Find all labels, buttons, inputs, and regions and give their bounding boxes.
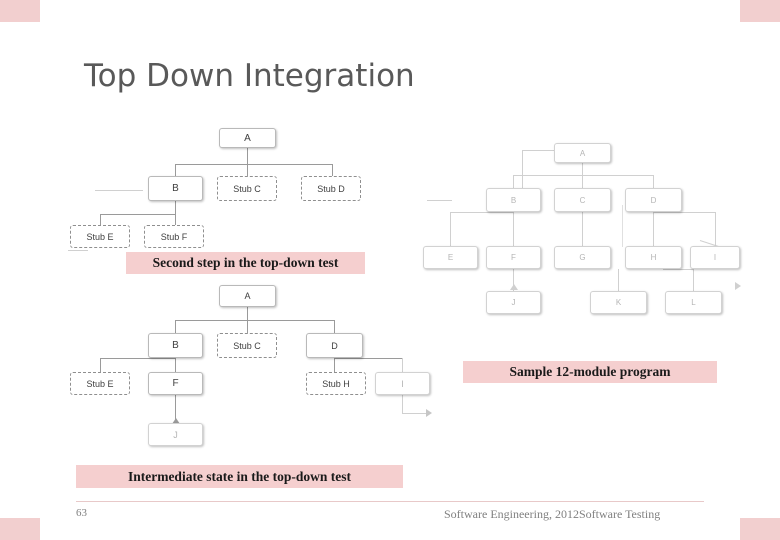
edge-s-c-g	[582, 212, 583, 246]
edge-i-a-children-bus	[175, 320, 334, 321]
edge-i-a-b	[175, 320, 176, 333]
edge-i-a-c	[247, 320, 248, 333]
node-i-stub-h: Stub H	[306, 372, 366, 395]
edge-s-b-children-bus	[450, 212, 513, 213]
node-s-h: H	[625, 246, 682, 269]
edge-s-h-l-bus	[663, 269, 694, 270]
edge-s-top-left-drop	[522, 150, 523, 192]
edge-i-f-j	[175, 395, 176, 423]
edge-a-b	[175, 164, 176, 177]
edge-s-stray-left	[427, 200, 452, 201]
edge-i-a-bus	[247, 307, 248, 320]
node-s-a: A	[554, 143, 611, 163]
node-s-i: I	[690, 246, 740, 269]
edge-i-a-d	[334, 320, 335, 333]
edge-b-children-bus	[100, 214, 176, 215]
node-i-stub-e: Stub E	[70, 372, 130, 395]
edge-s-a-children-bus	[513, 175, 653, 176]
caption-intermediate: Intermediate state in the top-down test	[76, 465, 403, 488]
edge-s-d-children-bus	[653, 212, 715, 213]
page-title: Top Down Integration	[84, 58, 415, 94]
node-stub-d: Stub D	[301, 176, 361, 201]
footer-divider	[76, 501, 704, 502]
edge-s-a-c	[582, 175, 583, 188]
node-a: A	[219, 128, 276, 148]
edge-a-bus	[247, 147, 248, 164]
edge-s-f-j	[513, 269, 514, 291]
edge-a-c	[247, 164, 248, 177]
node-s-l: L	[665, 291, 722, 314]
edge-s-a-bus	[582, 162, 583, 175]
edge-s-b-f	[513, 212, 514, 246]
node-s-g: G	[554, 246, 611, 269]
edge-i-b-children-bus	[100, 358, 176, 359]
arrow-i-j	[172, 418, 180, 424]
edge-s-d-h	[653, 212, 654, 246]
node-s-f: F	[486, 246, 541, 269]
edge-i-i-down	[402, 395, 403, 413]
edge-s-top-left-bus	[522, 150, 582, 151]
node-i-b: B	[148, 333, 203, 358]
edge-s-g-k	[618, 269, 619, 291]
node-stub-e: Stub E	[70, 225, 130, 248]
bottom-accent-bar-gap	[40, 518, 740, 540]
node-i-a: A	[219, 285, 276, 307]
node-i-f: F	[148, 372, 203, 395]
edge-i-b-e	[100, 358, 101, 372]
edge-a-d	[332, 164, 333, 177]
edge-stray-left	[95, 190, 143, 191]
arrow-s-right	[735, 282, 741, 290]
edge-s-h-l	[693, 269, 694, 291]
node-i-j: J	[148, 423, 203, 446]
edge-s-a-b	[513, 175, 514, 188]
top-accent-bar-gap	[40, 0, 740, 22]
node-b: B	[148, 176, 203, 201]
edge-s-d-i	[715, 212, 716, 246]
edge-b-e	[100, 214, 101, 226]
arrow-s-j	[510, 284, 518, 290]
edge-i-d-i	[402, 358, 403, 372]
caption-sample-program: Sample 12-module program	[463, 361, 717, 383]
node-stub-f: Stub F	[144, 225, 204, 248]
edge-b-f	[175, 214, 176, 226]
edge-b-bus	[175, 201, 176, 214]
node-s-d: D	[625, 188, 682, 212]
edge-a-children-bus	[175, 164, 332, 165]
edge-i-d-children-bus	[334, 358, 402, 359]
edge-i-d-bus	[334, 358, 335, 372]
node-s-j: J	[486, 291, 541, 314]
footer-text: Software Engineering, 2012Software Testi…	[444, 507, 661, 521]
edge-s-stray-vertical	[622, 205, 623, 247]
node-i-i: I	[375, 372, 430, 395]
edge-i-i-right	[402, 413, 428, 414]
node-s-b: B	[486, 188, 541, 212]
arrow-i-right	[426, 409, 432, 417]
caption-second-step: Second step in the top-down test	[126, 252, 365, 274]
node-stub-c: Stub C	[217, 176, 277, 201]
node-i-d: D	[306, 333, 363, 358]
node-s-k: K	[590, 291, 647, 314]
node-s-c: C	[554, 188, 611, 212]
edge-i-b-bus	[175, 358, 176, 372]
edge-stray-bottom	[68, 250, 88, 251]
page-number: 63	[76, 507, 87, 519]
edge-s-a-d	[653, 175, 654, 188]
node-s-e: E	[423, 246, 478, 269]
edge-s-b-e-drop	[450, 212, 451, 246]
node-i-stub-c: Stub C	[217, 333, 277, 358]
